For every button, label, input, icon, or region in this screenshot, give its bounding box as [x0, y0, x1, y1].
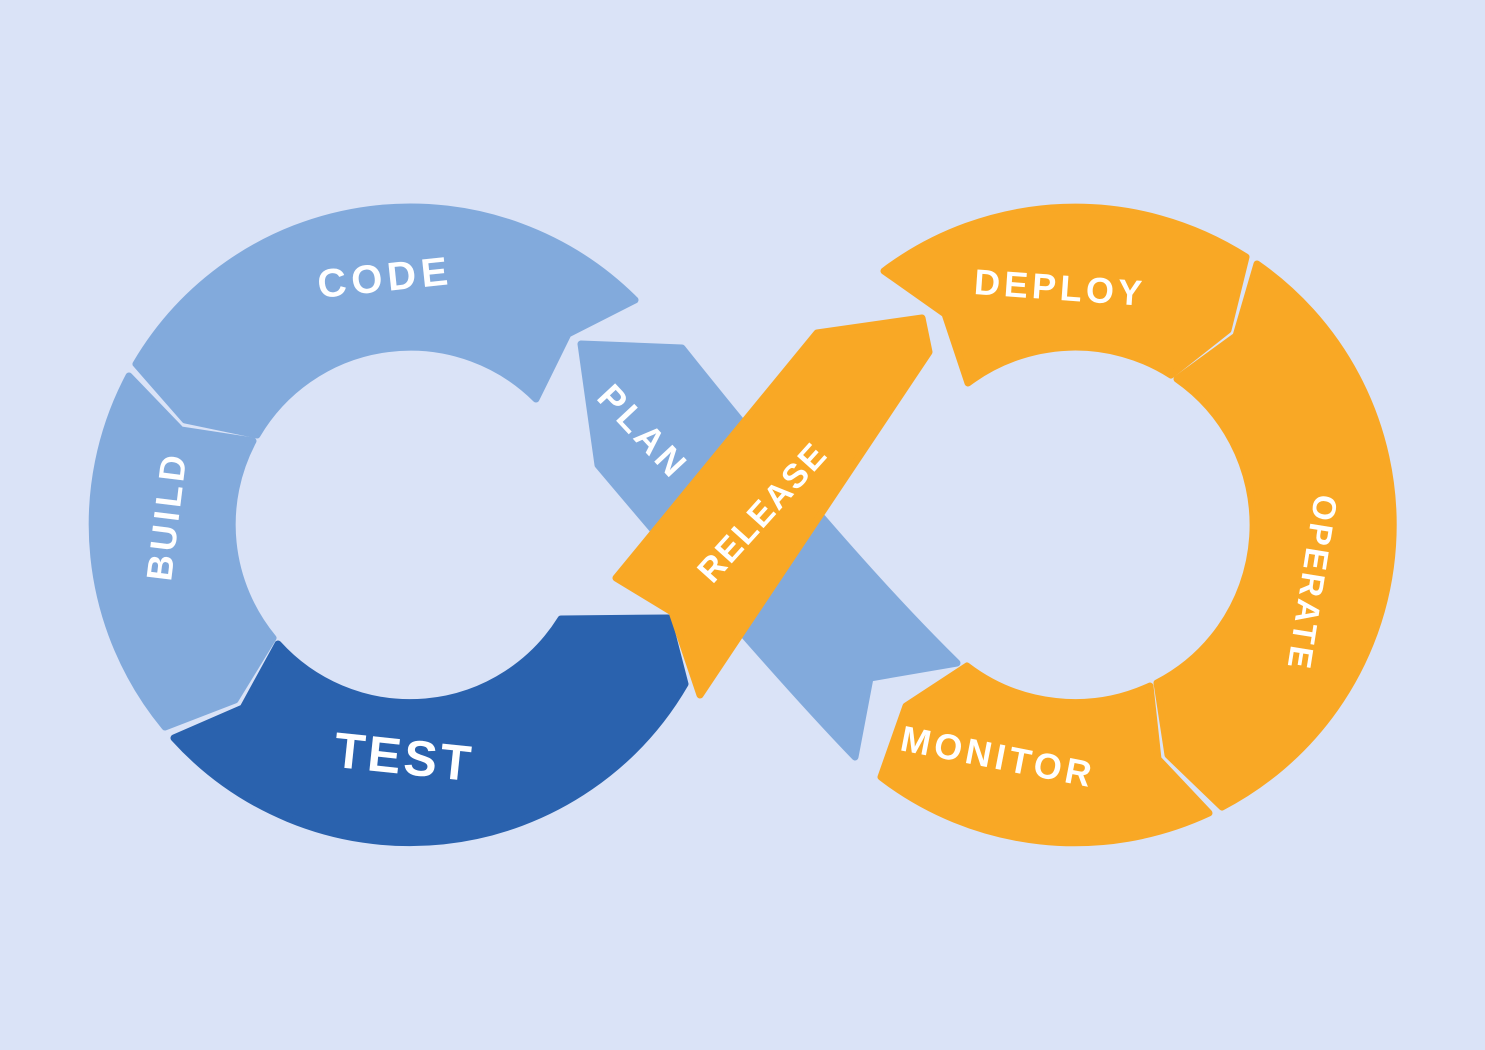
stage-test-segment[interactable]	[170, 614, 689, 847]
stage-code-segment[interactable]	[132, 203, 639, 439]
stage-build-segment[interactable]	[88, 372, 277, 731]
stage-release-segment[interactable]	[612, 314, 933, 699]
stage-operate-segment[interactable]	[1153, 260, 1397, 811]
stage-deploy-segment[interactable]	[880, 203, 1250, 387]
stage-monitor-segment[interactable]	[877, 662, 1213, 847]
